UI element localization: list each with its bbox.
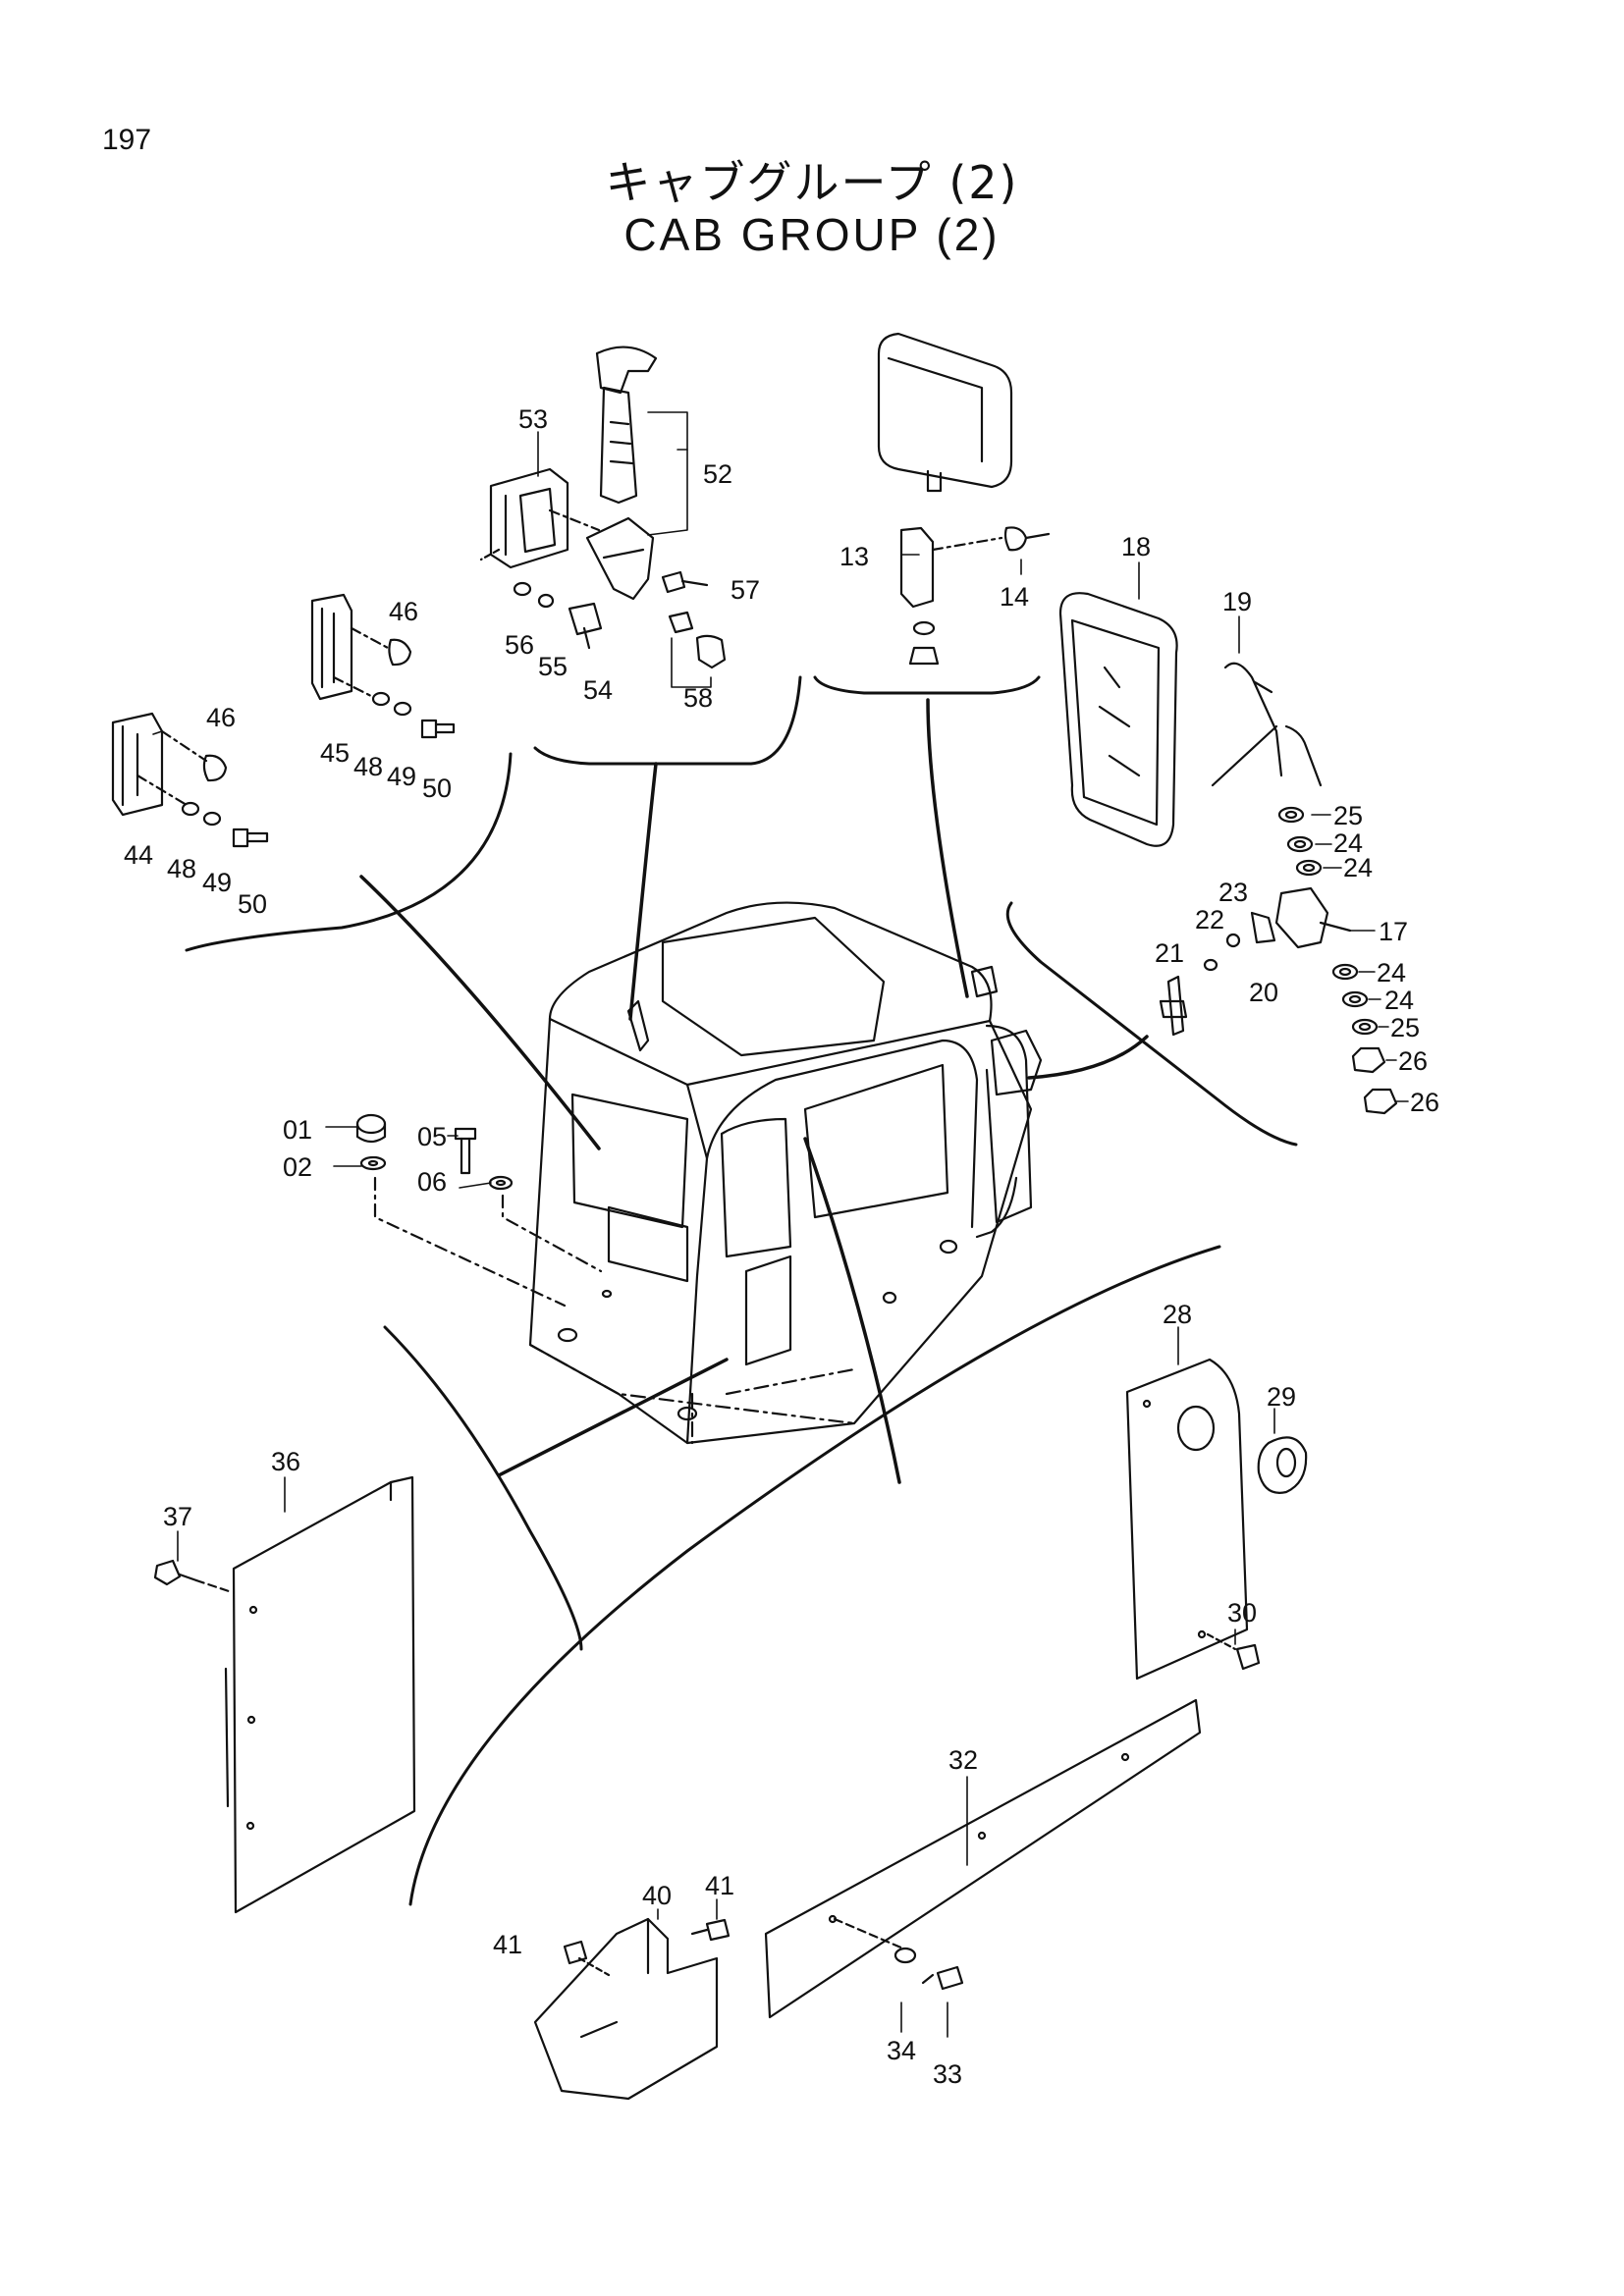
bottom-strip bbox=[764, 1698, 1202, 2019]
callout-46a: 46 bbox=[206, 703, 236, 732]
leader-lines bbox=[359, 698, 1149, 1484]
callout-45: 45 bbox=[320, 738, 350, 768]
callout-41b: 41 bbox=[705, 1871, 734, 1900]
callout-20: 20 bbox=[1249, 978, 1278, 1007]
callout-49a: 49 bbox=[202, 868, 232, 897]
title-japanese: キャブグループ (2) bbox=[605, 156, 1019, 209]
callout-41a: 41 bbox=[493, 1930, 522, 1959]
callout-46b: 46 bbox=[389, 597, 418, 626]
callout-26a: 26 bbox=[1398, 1046, 1428, 1076]
callout-23: 23 bbox=[1218, 878, 1248, 907]
callout-28: 28 bbox=[1163, 1300, 1192, 1329]
callout-25b: 25 bbox=[1390, 1013, 1420, 1042]
callout-37: 37 bbox=[163, 1502, 192, 1531]
callout-30: 30 bbox=[1227, 1598, 1257, 1628]
callout-49b: 49 bbox=[387, 762, 416, 791]
callout-13: 13 bbox=[839, 542, 869, 571]
callout-24c: 24 bbox=[1377, 958, 1406, 988]
callout-01: 01 bbox=[283, 1115, 312, 1145]
lever-group bbox=[479, 346, 727, 669]
callout-17: 17 bbox=[1379, 917, 1408, 946]
cab-fasteners bbox=[355, 1113, 603, 1308]
callout-36: 36 bbox=[271, 1447, 300, 1476]
bottom-bracket bbox=[533, 1917, 731, 2101]
callout-22: 22 bbox=[1195, 905, 1224, 934]
right-plate bbox=[1125, 1358, 1308, 1681]
callout-26b: 26 bbox=[1410, 1088, 1439, 1117]
left-bracket-group bbox=[111, 593, 456, 848]
light-group bbox=[877, 332, 1051, 666]
callout-50a: 50 bbox=[238, 889, 267, 919]
callout-48a: 48 bbox=[167, 854, 196, 883]
page-number: 197 bbox=[102, 124, 152, 156]
callout-50b: 50 bbox=[422, 774, 452, 803]
callout-52: 52 bbox=[703, 459, 732, 489]
callout-06: 06 bbox=[417, 1167, 447, 1197]
callout-25a: 25 bbox=[1333, 801, 1363, 830]
callout-18: 18 bbox=[1121, 532, 1151, 561]
callout-32: 32 bbox=[948, 1745, 978, 1775]
callout-57: 57 bbox=[731, 575, 760, 605]
callout-24a: 24 bbox=[1333, 828, 1363, 858]
callout-48b: 48 bbox=[353, 752, 383, 781]
callout-54: 54 bbox=[583, 675, 613, 705]
callout-02: 02 bbox=[283, 1152, 312, 1182]
callout-33: 33 bbox=[933, 2059, 962, 2089]
left-panel bbox=[153, 1475, 416, 1914]
callout-14: 14 bbox=[1000, 582, 1029, 612]
group-brackets bbox=[185, 675, 1298, 1906]
callout-55: 55 bbox=[538, 652, 568, 681]
callout-24b: 24 bbox=[1343, 853, 1373, 882]
callout-58: 58 bbox=[683, 683, 713, 713]
callout-40: 40 bbox=[642, 1881, 672, 1910]
cab-body bbox=[528, 901, 1043, 1445]
mirror-group bbox=[1058, 592, 1398, 1115]
callout-44: 44 bbox=[124, 840, 153, 870]
callout-29: 29 bbox=[1267, 1382, 1296, 1412]
callout-05: 05 bbox=[417, 1122, 447, 1151]
callout-56: 56 bbox=[505, 630, 534, 660]
callout-19: 19 bbox=[1222, 587, 1252, 616]
callout-53: 53 bbox=[518, 404, 548, 434]
callout-leaders bbox=[152, 411, 1409, 2038]
title-english: CAB GROUP (2) bbox=[623, 209, 1001, 260]
callout-labels: 01 02 05 06 13 14 17 18 19 20 21 22 23 2… bbox=[124, 404, 1439, 2089]
callout-21: 21 bbox=[1155, 938, 1184, 968]
callout-34: 34 bbox=[887, 2036, 916, 2065]
callout-24d: 24 bbox=[1384, 986, 1414, 1015]
